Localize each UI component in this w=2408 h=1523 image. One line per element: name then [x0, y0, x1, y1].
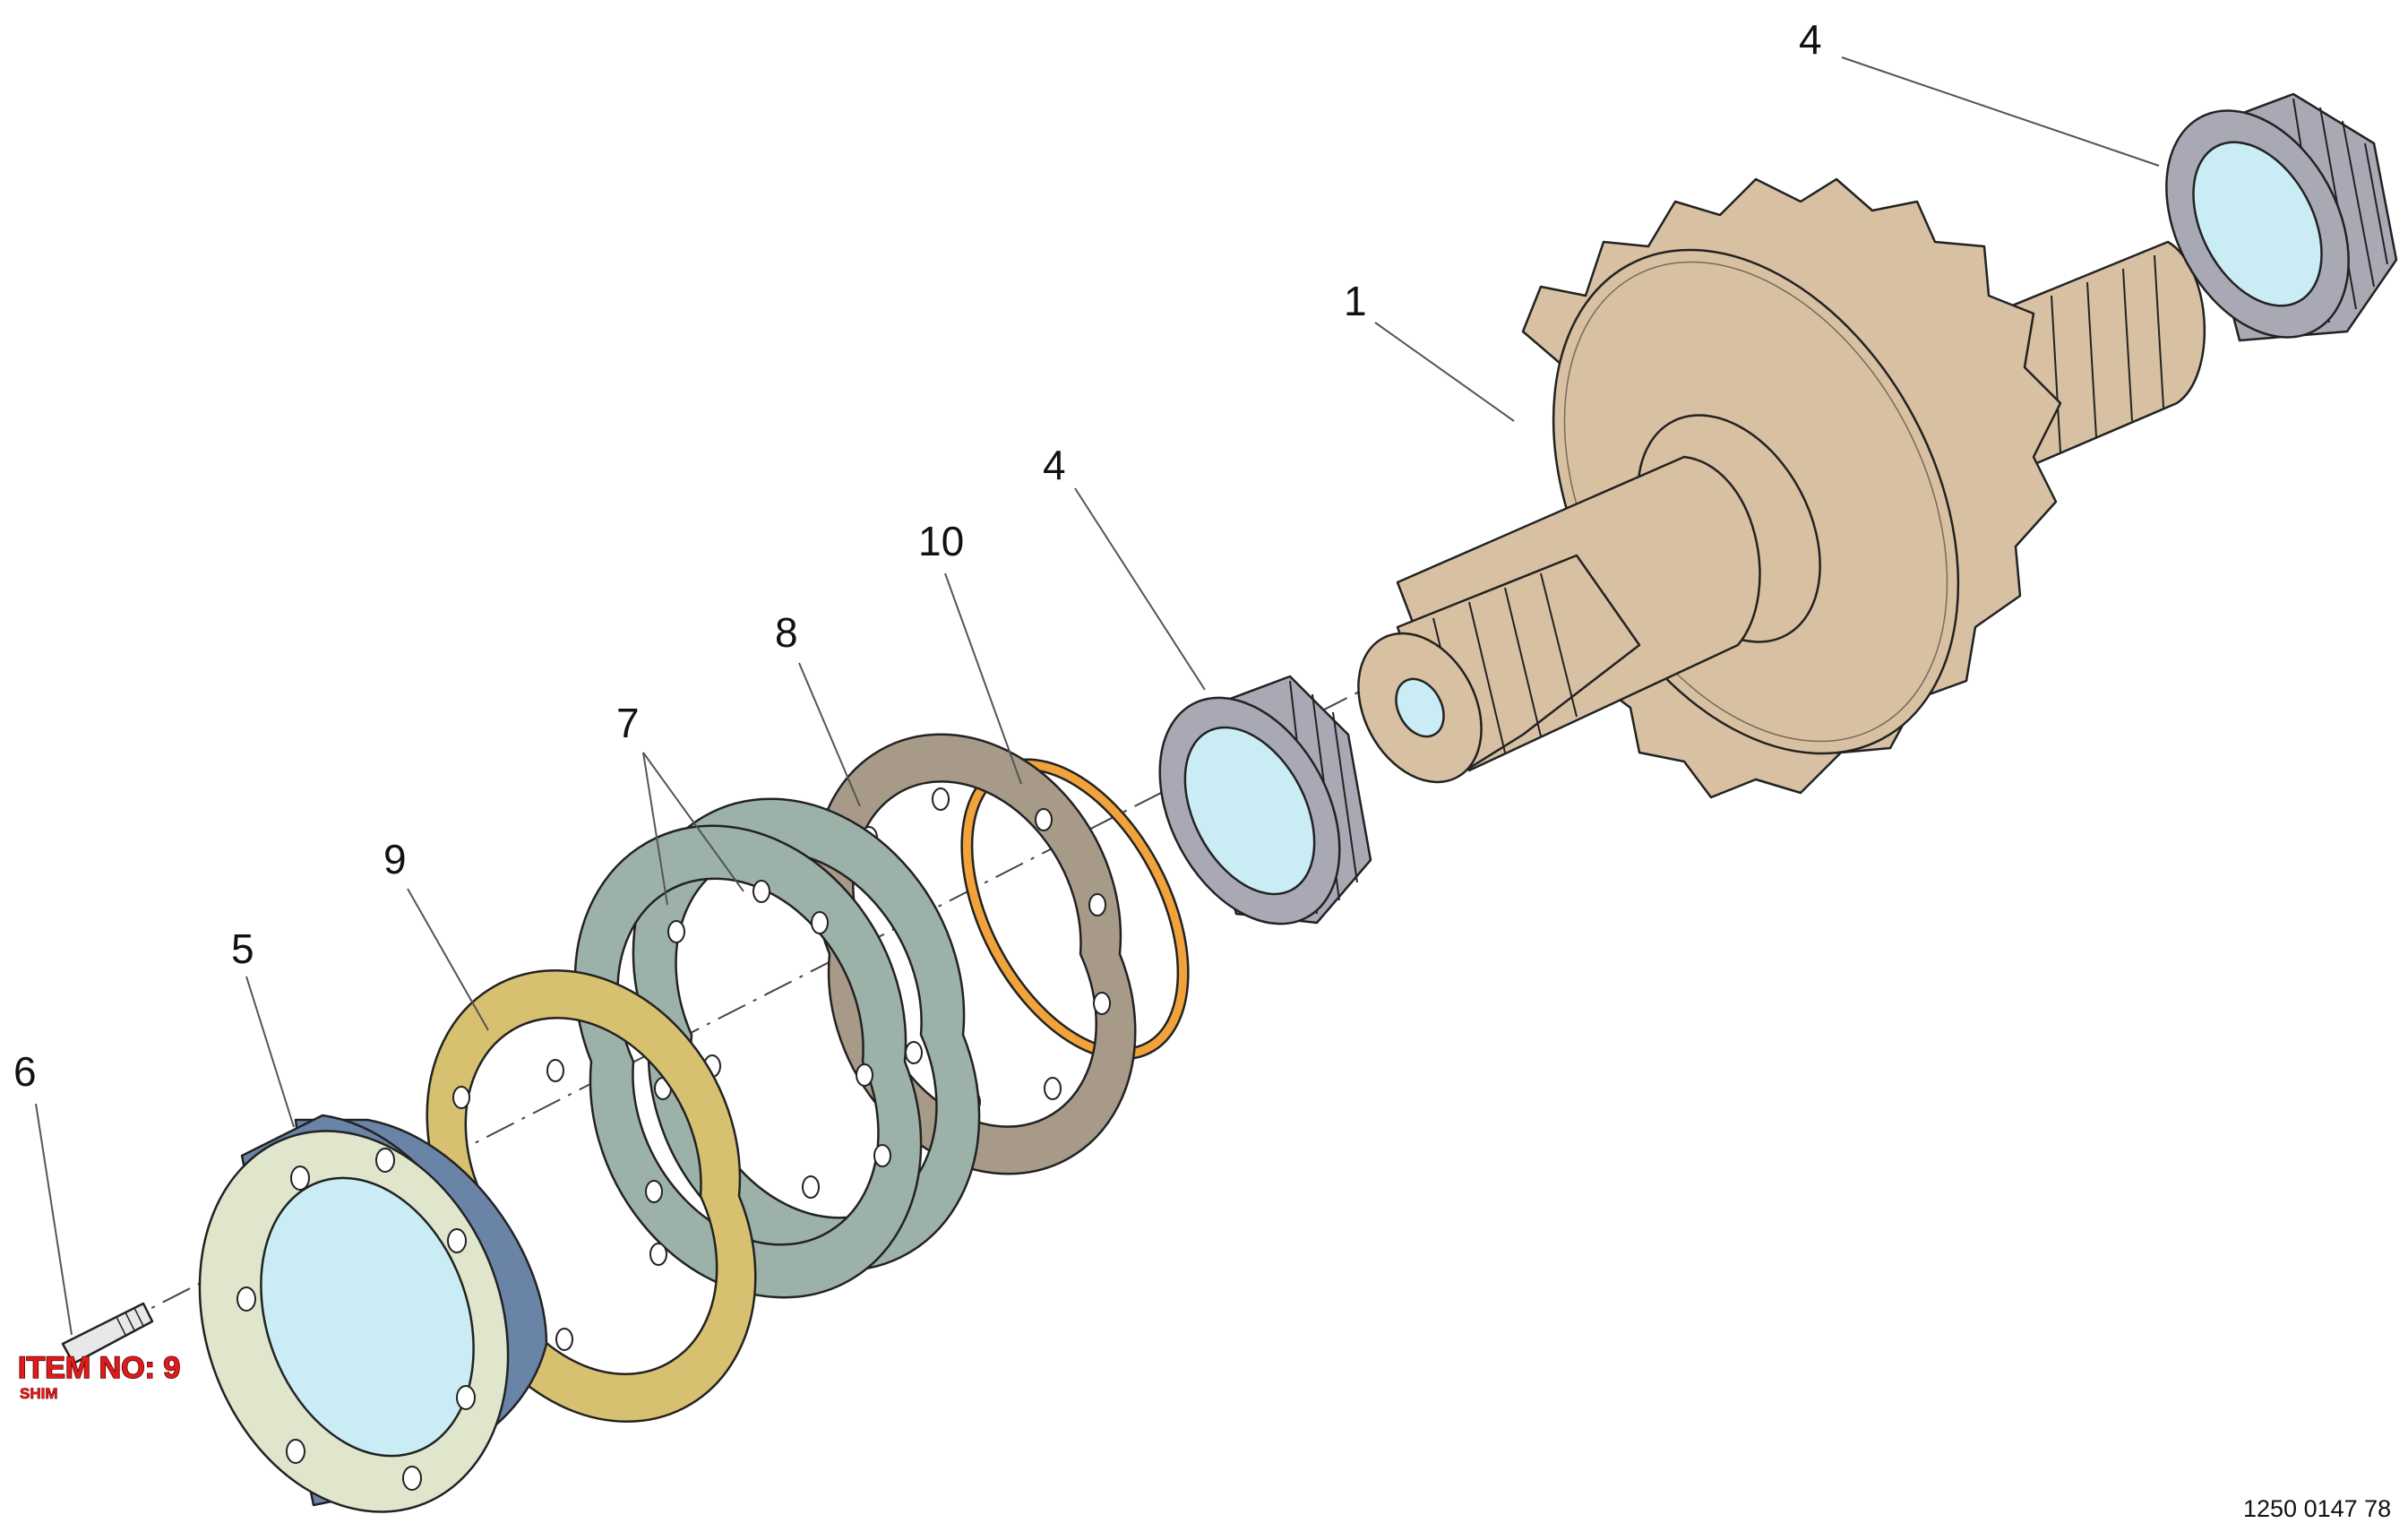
document-number: 1250 0147 78 [2243, 1495, 2391, 1522]
highlight-subtitle: SHIM [20, 1385, 58, 1402]
callout-bearing-right: 4 [1799, 16, 1822, 63]
gear-shaft-part [1357, 177, 2206, 799]
housing-part [198, 1114, 548, 1513]
callout-shims: 7 [616, 700, 640, 746]
callout-housing: 5 [231, 925, 254, 972]
callout-shaft: 1 [1344, 278, 1367, 324]
callout-gasket: 8 [775, 609, 798, 656]
callout-oring: 10 [918, 518, 964, 564]
callouts: 1 4 4 10 8 7 9 5 6 [13, 16, 1822, 1095]
callout-shim: 9 [383, 836, 407, 882]
highlight-title: ITEM NO: 9 [18, 1351, 180, 1385]
leader-lines [35, 56, 2160, 1336]
item-highlight-tag: ITEM NO: 9 SHIM [17, 1350, 181, 1402]
bearing-left-part [1158, 675, 1372, 925]
bearing-right-part [2165, 92, 2398, 342]
callout-bearing-left: 4 [1043, 442, 1066, 488]
callout-stud: 6 [13, 1048, 37, 1095]
stud-part [61, 1302, 154, 1365]
